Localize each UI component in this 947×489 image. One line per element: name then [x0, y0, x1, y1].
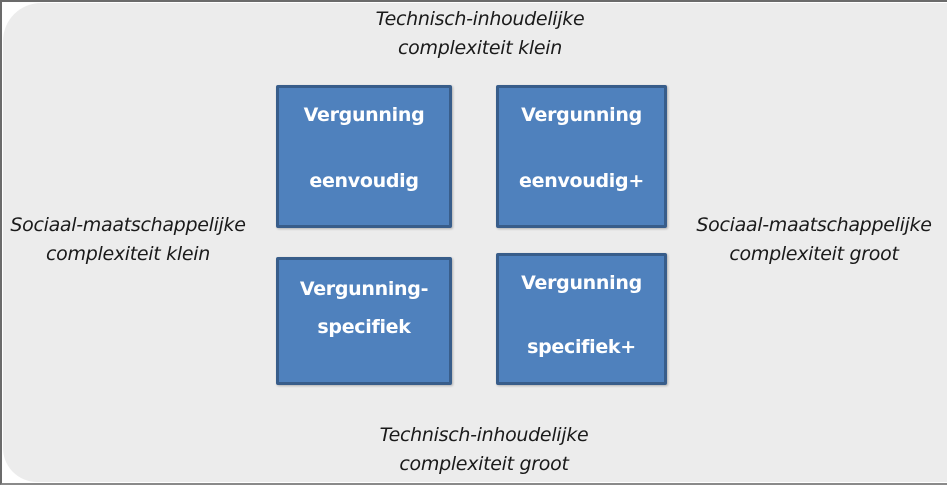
axis-label-bottom-line2: complexiteit groot	[399, 453, 569, 475]
axis-label-bottom-line1: Technisch-inhoudelijke	[379, 424, 589, 446]
quadrant-box-line1: Vergunning	[521, 272, 642, 294]
axis-label-top-line1: Technisch-inhoudelijke	[375, 8, 585, 30]
axis-label-top-line2: complexiteit klein	[398, 37, 562, 59]
quadrant-box-vergunning-specifiek-plus: Vergunning specifiek+	[496, 253, 667, 385]
diagram-panel	[3, 3, 947, 482]
axis-label-bottom: Technisch-inhoudelijke complexiteit groo…	[370, 421, 598, 479]
quadrant-box-vergunning-eenvoudig-plus: Vergunning eenvoudig+	[496, 85, 667, 228]
axis-label-left-line1: Sociaal-maatschappelijke	[10, 214, 246, 236]
axis-label-right: Sociaal-maatschappelijke complexiteit gr…	[686, 211, 942, 269]
quadrant-box-vergunning-specifiek: Vergunning- specifiek	[276, 257, 452, 385]
axis-label-left: Sociaal-maatschappelijke complexiteit kl…	[0, 211, 256, 269]
axis-label-top: Technisch-inhoudelijke complexiteit klei…	[370, 5, 590, 63]
quadrant-box-line2: specifiek+	[527, 336, 636, 358]
axis-label-left-line2: complexiteit klein	[46, 243, 210, 265]
quadrant-box-line2: eenvoudig	[309, 170, 419, 192]
axis-label-right-line2: complexiteit groot	[729, 243, 899, 265]
quadrant-box-line2: specifiek	[317, 316, 411, 338]
axis-label-right-line1: Sociaal-maatschappelijke	[696, 214, 932, 236]
quadrant-box-line1: Vergunning-	[299, 278, 429, 300]
quadrant-box-line1: Vergunning	[303, 104, 425, 126]
quadrant-box-line1: Vergunning	[521, 104, 642, 126]
quadrant-box-line2: eenvoudig+	[519, 170, 644, 192]
quadrant-box-vergunning-eenvoudig: Vergunning eenvoudig	[276, 85, 452, 228]
